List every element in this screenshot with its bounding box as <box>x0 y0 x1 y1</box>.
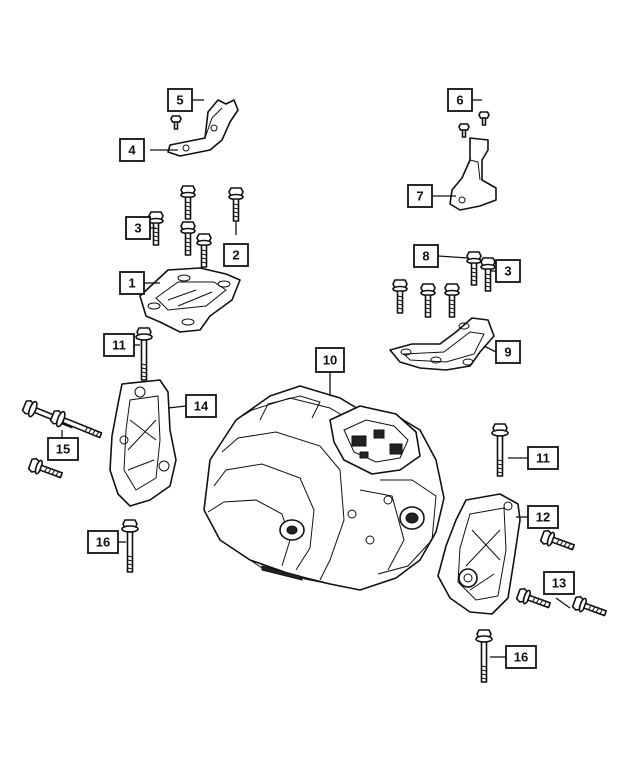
callout-16-right-text: 16 <box>514 650 528 665</box>
callout-16-left: 16 <box>87 530 119 554</box>
callout-10: 10 <box>315 347 345 373</box>
bracket-12 <box>437 493 521 615</box>
callout-7-text: 7 <box>416 189 423 204</box>
callout-4: 4 <box>119 138 145 162</box>
callout-11-left: 11 <box>103 333 135 357</box>
callout-5: 5 <box>167 88 193 112</box>
callout-10-text: 10 <box>323 353 337 368</box>
callout-2-text: 2 <box>232 248 239 263</box>
callout-16-right: 16 <box>505 645 537 669</box>
callout-3-left: 3 <box>125 216 151 240</box>
callout-6: 6 <box>447 88 473 112</box>
callout-1-text: 1 <box>128 276 135 291</box>
bracket-14 <box>109 379 177 507</box>
callout-2: 2 <box>223 243 249 267</box>
callout-9-text: 9 <box>504 345 511 360</box>
callout-1: 1 <box>119 271 145 295</box>
bracket-6-7 <box>449 111 497 211</box>
callout-15: 15 <box>47 437 79 461</box>
callout-8-text: 8 <box>422 249 429 264</box>
bolt-11-left <box>135 327 153 381</box>
callout-11-right: 11 <box>527 446 559 470</box>
callout-8: 8 <box>413 244 439 268</box>
bolt-16-left <box>121 519 139 573</box>
callout-3-left-text: 3 <box>134 221 141 236</box>
callout-12-text: 12 <box>536 510 550 525</box>
drive-unit-10 <box>203 385 445 591</box>
callout-9: 9 <box>495 340 521 364</box>
callout-11-left-text: 11 <box>112 338 126 353</box>
mount-9 <box>389 317 495 371</box>
callout-4-text: 4 <box>128 143 136 158</box>
callout-11-right-text: 11 <box>536 451 550 466</box>
callout-12: 12 <box>527 505 559 529</box>
callout-15-text: 15 <box>56 442 70 457</box>
bolts-3-8-right <box>392 251 496 318</box>
callout-14: 14 <box>185 394 217 418</box>
callout-3-right-text: 3 <box>504 264 511 279</box>
callout-13-text: 13 <box>552 576 566 591</box>
callout-6-text: 6 <box>456 93 463 108</box>
bolt-11-right <box>491 423 509 477</box>
callout-3-right: 3 <box>495 259 521 283</box>
callout-5-text: 5 <box>176 93 183 108</box>
mount-1 <box>139 267 241 333</box>
callout-14-text: 14 <box>194 399 209 414</box>
callout-7: 7 <box>407 184 433 208</box>
bolt-16-right <box>475 629 493 683</box>
callout-13: 13 <box>543 571 575 595</box>
bracket-4-5 <box>167 99 239 157</box>
callout-16-left-text: 16 <box>96 535 110 550</box>
